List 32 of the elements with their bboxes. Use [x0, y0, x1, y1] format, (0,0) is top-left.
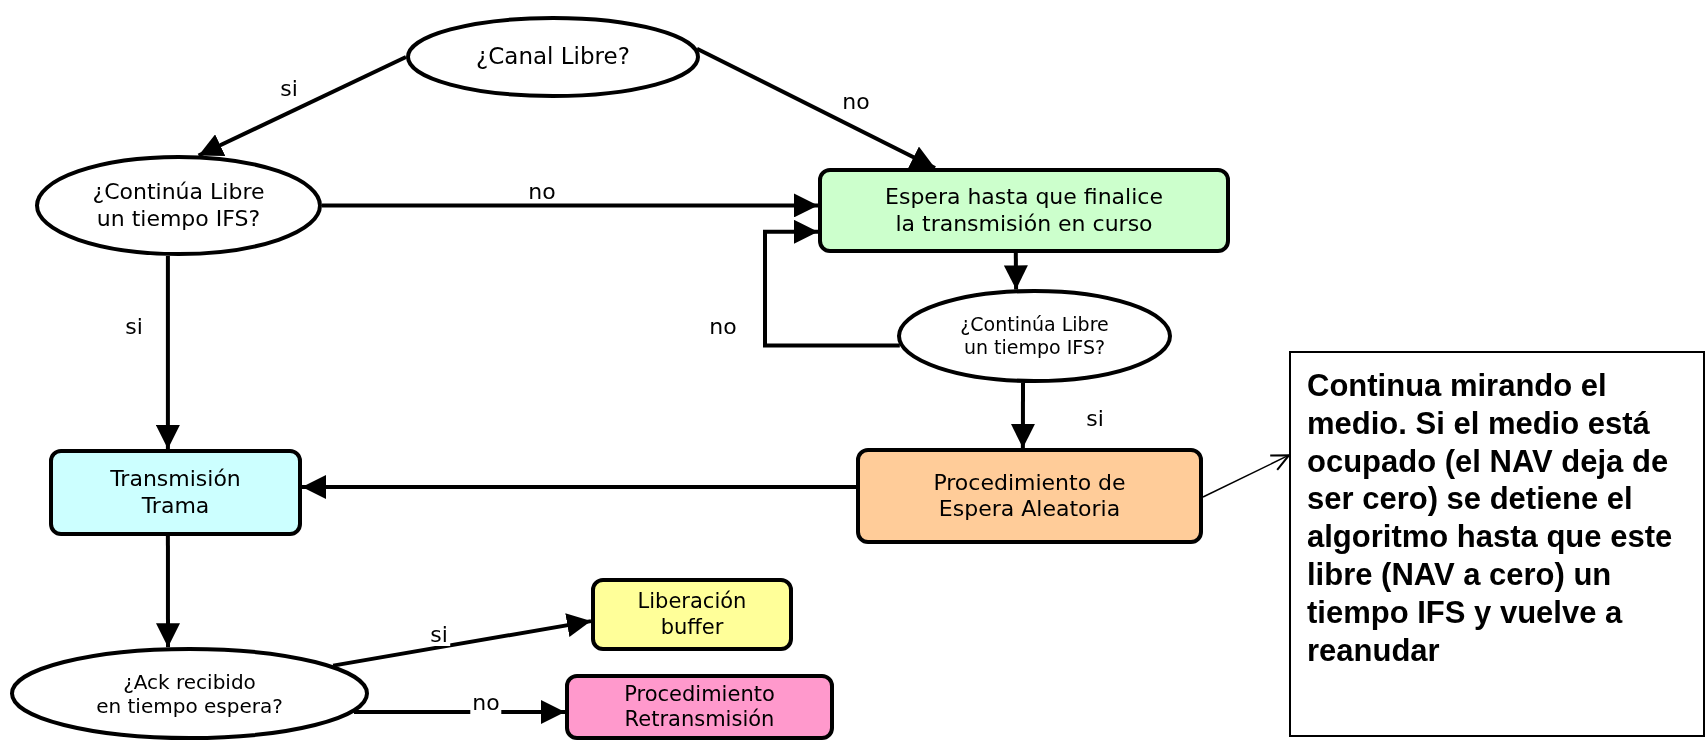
arrow	[332, 613, 592, 668]
arrow	[696, 47, 936, 170]
arrow	[1202, 454, 1290, 498]
arrow	[1003, 253, 1028, 290]
arrow	[322, 193, 818, 218]
note-text: Continua mirando el medio. Si el medio está ocupado (el NAV deja de ser cero) se detiene el algoritmo hasta que este libre (NAV a cero) un tiempo IFS y vuelve a reanudar	[1307, 367, 1674, 670]
decision-ellipse	[406, 16, 700, 98]
step-text: Espera hasta que finalice la transmisión en curso	[885, 184, 1163, 237]
arrow	[197, 55, 407, 158]
step-text: Transmisión Trama	[110, 466, 241, 519]
process-box	[565, 674, 834, 740]
process-box	[818, 168, 1230, 253]
decision-ellipse	[897, 289, 1172, 383]
question-text: ¿Continúa Libre un tiempo IFS?	[92, 179, 265, 232]
arrow	[1010, 382, 1035, 448]
step-text: Procedimiento de Espera Aleatoria	[933, 469, 1126, 523]
arrow	[156, 536, 180, 648]
decision-ellipse	[10, 647, 369, 740]
step-text: Liberación buffer	[637, 589, 747, 640]
process-box	[591, 578, 793, 651]
question-text: ¿Canal Libre?	[476, 43, 630, 71]
note-box	[1289, 351, 1705, 737]
decision-ellipse	[35, 155, 322, 256]
question-text: ¿Continúa Libre un tiempo IFS?	[960, 313, 1109, 359]
process-box	[49, 449, 302, 536]
process-box	[856, 448, 1203, 544]
arrow	[763, 219, 900, 348]
step-text: Procedimiento Retransmisión	[624, 681, 775, 733]
arrow	[302, 475, 856, 499]
arrow	[155, 255, 180, 449]
edge-label: si	[428, 624, 450, 646]
question-text: ¿Ack recibido en tiempo espera?	[96, 669, 283, 718]
